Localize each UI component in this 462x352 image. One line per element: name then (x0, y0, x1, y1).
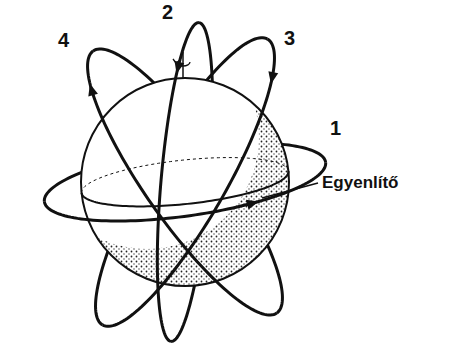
direction-arrow (268, 71, 278, 84)
leader-line (262, 183, 318, 198)
orbit (88, 51, 277, 315)
orbit-number: 3 (284, 28, 295, 48)
orbit-number: 4 (58, 30, 69, 50)
orbit-front (44, 23, 325, 342)
orbit (103, 39, 275, 326)
globe (35, 25, 289, 286)
orbit (44, 162, 325, 221)
orbit-number: 1 (330, 118, 341, 138)
orbit-number: 2 (162, 2, 173, 22)
equator-label: Egyenlítő (322, 174, 399, 191)
direction-arrow (174, 61, 184, 74)
direction-arrow (246, 200, 259, 210)
orbit (157, 23, 199, 342)
direction-arrow (88, 84, 98, 97)
